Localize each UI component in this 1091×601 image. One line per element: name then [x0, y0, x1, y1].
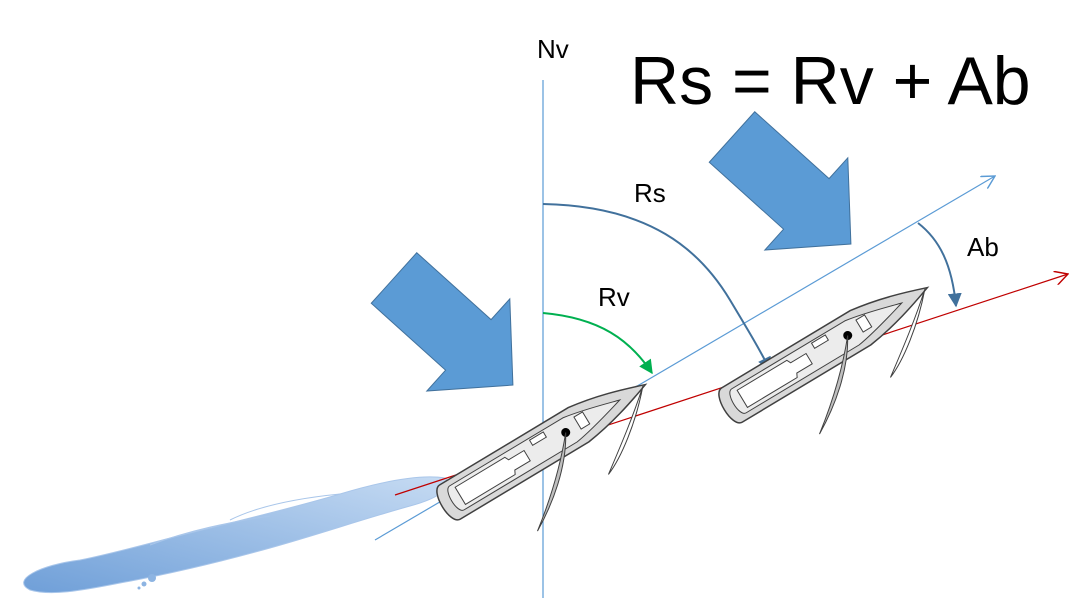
formula-title: Rs = Rv + Ab [630, 43, 1031, 119]
true-course-label: Rv [598, 282, 630, 312]
boat-right [718, 286, 930, 435]
drift-label: Ab [967, 232, 999, 262]
hatch-icon [573, 411, 591, 430]
wind-arrow-left [370, 252, 514, 392]
boat-wake [23, 476, 449, 594]
mainsail-icon [537, 432, 567, 532]
course-over-ground-label: Rs [634, 178, 666, 208]
cockpit-icon [736, 352, 813, 409]
drift-arc [917, 222, 962, 308]
true-course-arc [542, 312, 653, 375]
jib-icon [889, 288, 926, 378]
jib-icon [607, 385, 644, 475]
hatch-icon [855, 314, 873, 333]
mainsail-icon [819, 335, 849, 435]
boat-left [436, 383, 648, 532]
cockpit-icon [454, 449, 531, 506]
hatch-icon [528, 431, 548, 447]
hatch-icon [810, 334, 830, 350]
north-label: Nv [537, 34, 569, 64]
course-over-ground-arc [542, 203, 771, 372]
wind-arrow-right [708, 111, 852, 251]
